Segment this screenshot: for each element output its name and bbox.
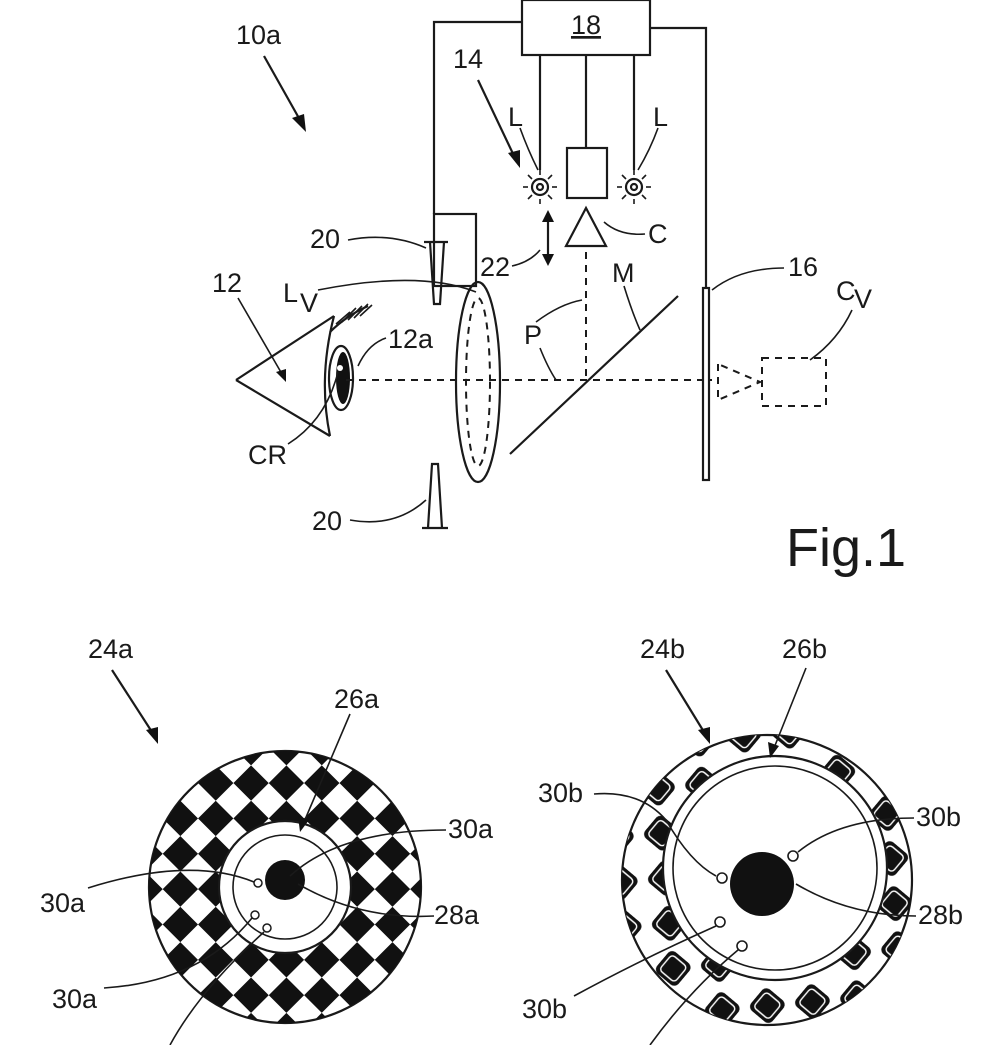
light-right-icon (617, 170, 651, 204)
mirror-label: M (612, 258, 635, 288)
pattern-right-marker-left-bottom-label: 30b (522, 994, 567, 1024)
pattern-left-marker-right-label: 30a (448, 814, 494, 844)
controller-label: 18 (571, 10, 601, 40)
pattern-right-marker-right-top-label: 30b (916, 802, 961, 832)
pattern-right-marker-a (716, 872, 728, 884)
pattern-left-inner-ring (232, 834, 338, 940)
pattern-right-marker-left-top-label: 30b (538, 778, 583, 808)
pattern-right-marker-b (787, 850, 799, 862)
pattern-right-marker-d (736, 940, 748, 952)
pattern-left-marker-left-top-label: 30a (40, 888, 86, 918)
optical-path-label: P (524, 320, 542, 350)
lens-holder-top (432, 212, 478, 288)
pattern-left-ring-label: 26a (334, 684, 380, 714)
wire-left-frame (432, 20, 522, 214)
mirror (509, 295, 679, 455)
wire-right-frame (650, 26, 708, 288)
pattern-right-inner-ring (672, 765, 878, 971)
cornea-reflex-label: CR (248, 440, 287, 470)
virtual-lens-label: L (283, 278, 298, 308)
virtual-lens (454, 280, 502, 484)
pattern-left-center-label: 28a (434, 900, 480, 930)
illumination-unit-arrow (477, 79, 516, 159)
pattern-left-marker-c (262, 923, 272, 933)
virtual-camera-subscript: V (854, 284, 872, 314)
pattern-left-marker-b (250, 910, 260, 920)
pattern-right-center-label: 28b (918, 900, 963, 930)
pattern-left-ref-label: 24a (88, 634, 134, 664)
pattern-left-center (265, 860, 305, 900)
camera-lens (564, 205, 608, 248)
cornea-label: 12a (388, 324, 434, 354)
pattern-right: 24b 26b 30b 30b 28b 30b (522, 634, 963, 1045)
eye-label: 12 (212, 268, 242, 298)
pattern-right-marker-c (714, 916, 726, 928)
light-left-icon (523, 170, 557, 204)
screen (701, 286, 711, 482)
apparatus-diagram: 18 L (212, 0, 906, 578)
illumination-unit-label: 14 (453, 44, 483, 74)
eye-diagram (235, 303, 373, 437)
device-label: 10a (236, 20, 282, 50)
holder-top-label: 20 (310, 224, 340, 254)
pattern-left-marker-left-bottom-label: 30a (52, 984, 98, 1014)
figure-caption: Fig.1 (786, 518, 906, 578)
virtual-lens-subscript: V (300, 288, 318, 318)
holder-clamp-top (424, 240, 448, 306)
adjust-label: 22 (480, 252, 510, 282)
screen-label: 16 (788, 252, 818, 282)
holder-clamp-bottom (422, 462, 448, 530)
light-left-label: L (508, 102, 523, 132)
camera-label: C (648, 219, 668, 249)
light-right-label: L (653, 102, 668, 132)
pattern-right-ref-label: 24b (640, 634, 685, 664)
virtual-camera-lens (717, 362, 763, 402)
pattern-right-ring-label: 26b (782, 634, 827, 664)
pattern-left: 24a 26a 30a 28a 30a 30a (40, 634, 494, 1045)
holder-bottom-label: 20 (312, 506, 342, 536)
pattern-left-marker-a (253, 878, 263, 888)
virtual-camera-body (761, 357, 827, 407)
camera-body (565, 146, 609, 200)
pattern-right-center (730, 852, 794, 916)
virtual-lens-inner (465, 297, 491, 467)
virtual-camera-label: C (836, 276, 856, 306)
